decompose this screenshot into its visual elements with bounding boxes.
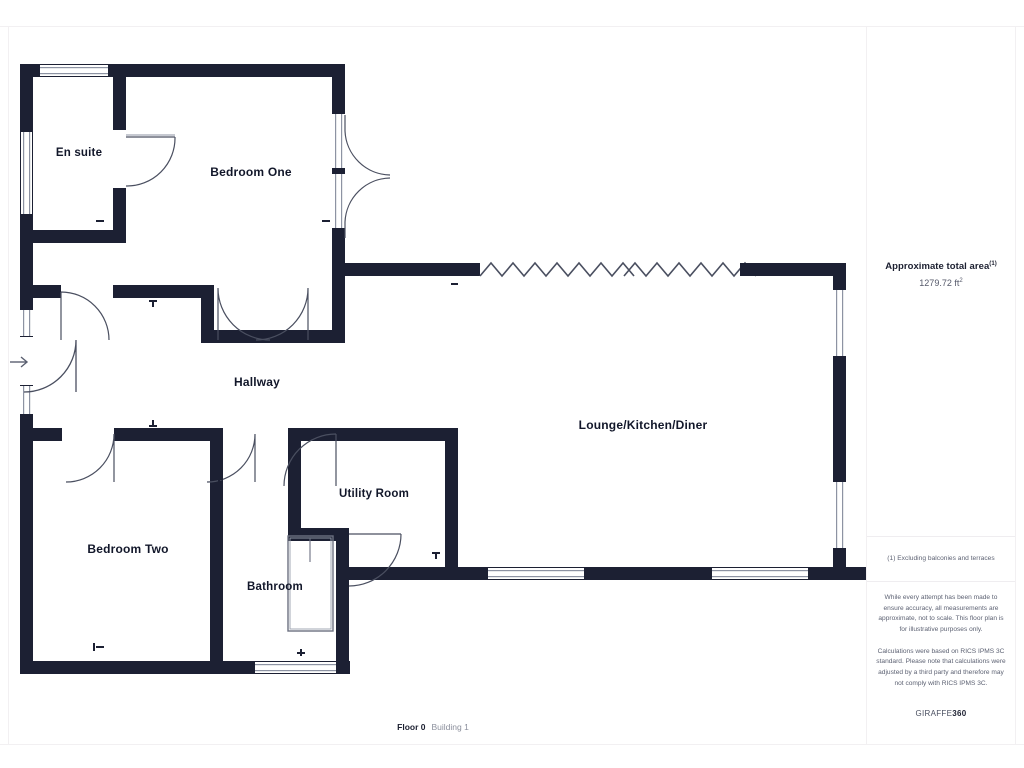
frame-right-border (1015, 26, 1016, 745)
disclaimer-paragraph-2: Calculations were based on RICS IPMS 3C … (876, 647, 1006, 687)
total-area-value-text: 1279.72 ft (919, 278, 960, 289)
disclaimer-paragraph-1: While every attempt has been made to ens… (878, 594, 1004, 634)
frame-bottom-border (0, 744, 1024, 745)
room-label-bathroom: Bathroom (247, 581, 303, 593)
frame-left-border (8, 26, 9, 745)
disclaimer-block: While every attempt has been made to ens… (875, 593, 1007, 689)
dimension-ticks (93, 220, 843, 656)
frame-top-border (0, 26, 1024, 27)
brand-suffix: 360 (952, 709, 967, 718)
sidebar-rule-bottom (867, 581, 1015, 582)
area-footnote: (1) Excluding balconies and terraces (887, 555, 995, 562)
total-area-title-text: Approximate total area (885, 261, 990, 273)
footer-building-label: Building 1 (431, 722, 469, 732)
room-label-utility-room: Utility Room (338, 488, 410, 500)
sidebar-divider (866, 26, 867, 745)
room-label-bedroom-two: Bedroom Two (87, 542, 169, 556)
room-label-lounge-kitchen-diner: Lounge/Kitchen/Diner (578, 418, 708, 432)
total-area-title: Approximate total area(1) (867, 261, 1015, 272)
plan-footer: Floor 0 Building 1 (0, 722, 866, 732)
info-sidebar: Approximate total area(1) 1279.72 ft2 (1… (867, 27, 1015, 744)
total-area-title-superscript: (1) (989, 261, 997, 267)
room-label-bedroom-one: Bedroom One (210, 165, 292, 179)
floor-plan-canvas[interactable]: En suite Bedroom One Hallway Bedroom Two… (0, 0, 866, 768)
giraffe360-logo: GIRAFFE360 (867, 709, 1015, 718)
room-label-en-suite: En suite (55, 147, 103, 159)
doors-layer (23, 115, 402, 587)
sidebar-rule-top (867, 536, 1015, 537)
total-area-value-superscript: 2 (959, 278, 963, 285)
room-label-hallway: Hallway (233, 375, 281, 389)
walls-layer (20, 64, 866, 674)
total-area-value: 1279.72 ft2 (867, 278, 1015, 288)
footer-floor-label: Floor 0 (397, 722, 426, 732)
entrance-arrow (10, 356, 29, 368)
brand-name: GIRAFFE (915, 709, 953, 718)
total-area-block: Approximate total area(1) 1279.72 ft2 (867, 261, 1015, 288)
